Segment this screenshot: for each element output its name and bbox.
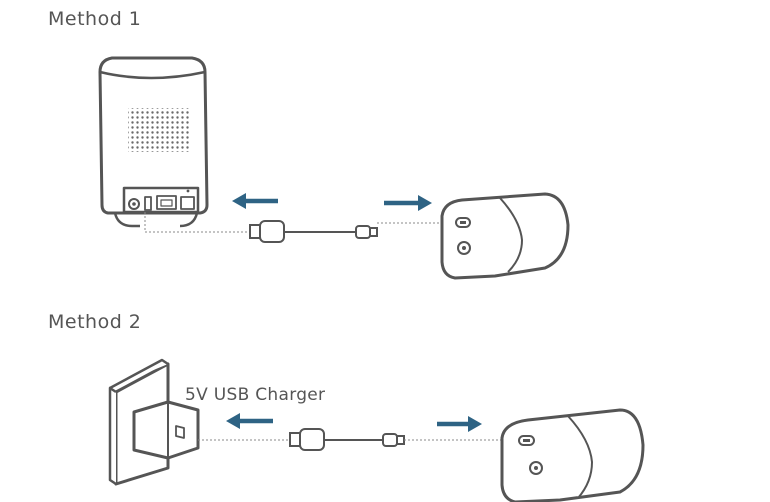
method-1-heading: Method 1: [48, 8, 142, 30]
usb-cable-icon: [289, 428, 405, 451]
arrow-left-icon: [226, 413, 273, 429]
camera-icon: [500, 408, 645, 502]
charger-label: 5V USB Charger: [185, 385, 326, 405]
homebase-icon: [98, 56, 209, 228]
arrow-left-icon: [232, 193, 278, 209]
method-2-heading: Method 2: [48, 311, 142, 333]
camera-icon: [440, 192, 570, 280]
arrow-right-icon: [384, 195, 432, 211]
arrow-right-icon: [437, 416, 482, 432]
usb-cable-icon: [249, 220, 378, 243]
charger-plug-icon: [132, 400, 200, 460]
